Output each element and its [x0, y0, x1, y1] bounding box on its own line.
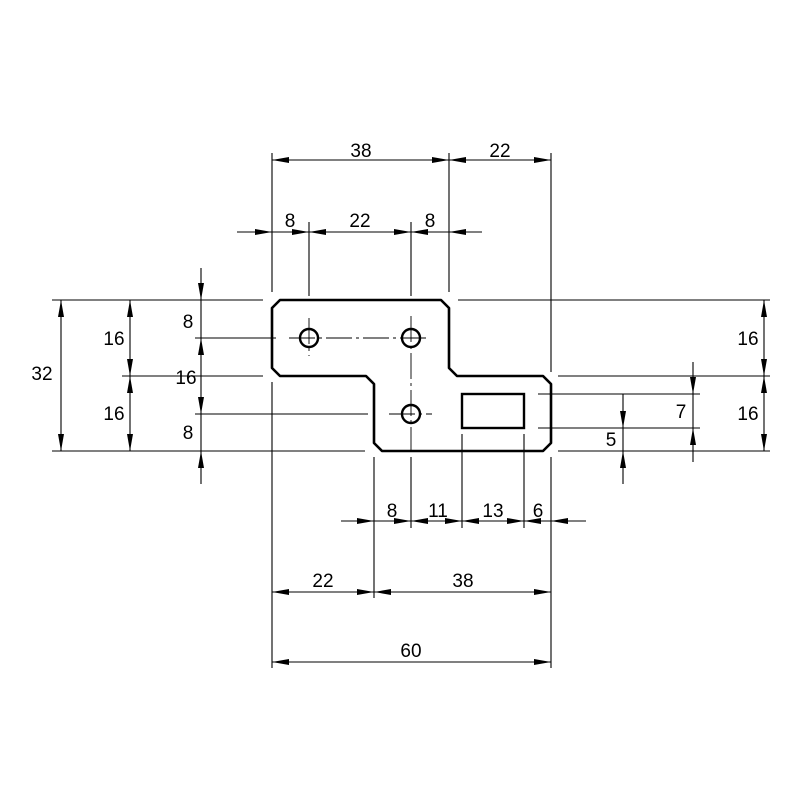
center-lines — [289, 316, 432, 452]
dimension-lines — [60, 159, 765, 663]
part-outline — [270, 298, 553, 453]
arrowheads — [58, 157, 767, 665]
dim-bottom-38: 38 — [452, 571, 473, 592]
hole-top-right — [400, 327, 422, 349]
extension-lines — [52, 153, 770, 668]
dimension-labels: 38 22 8 22 8 32 16 16 8 16 8 16 16 7 5 8… — [31, 141, 758, 662]
dim-bottom-60: 60 — [400, 641, 421, 662]
dim-left-16-upper: 16 — [103, 329, 124, 350]
dim-top-38: 38 — [350, 141, 371, 162]
dim-right-5: 5 — [606, 430, 617, 451]
dim-bottom-6: 6 — [533, 501, 544, 522]
dim-right-7: 7 — [676, 402, 687, 423]
hole-top-left — [298, 327, 320, 349]
dim-mid-8-right: 8 — [425, 211, 436, 232]
dim-mid-8-left: 8 — [285, 211, 296, 232]
dim-mid-22: 22 — [349, 211, 370, 232]
dim-left-16-middle: 16 — [175, 368, 196, 389]
dim-bottom-11: 11 — [428, 501, 448, 522]
dim-bottom-8: 8 — [387, 501, 398, 522]
dim-bottom-13: 13 — [482, 501, 503, 522]
rectangular-slot — [460, 392, 526, 430]
dim-left-16-lower: 16 — [103, 404, 124, 425]
dim-right-16-lower: 16 — [737, 404, 758, 425]
hole-bottom — [400, 403, 422, 425]
dim-right-16-upper: 16 — [737, 329, 758, 350]
dim-left-8-upper: 8 — [183, 312, 194, 333]
dim-left-8-lower: 8 — [183, 423, 194, 444]
dim-left-32: 32 — [31, 364, 52, 385]
dim-bottom-22: 22 — [312, 571, 333, 592]
dim-top-22: 22 — [489, 141, 510, 162]
